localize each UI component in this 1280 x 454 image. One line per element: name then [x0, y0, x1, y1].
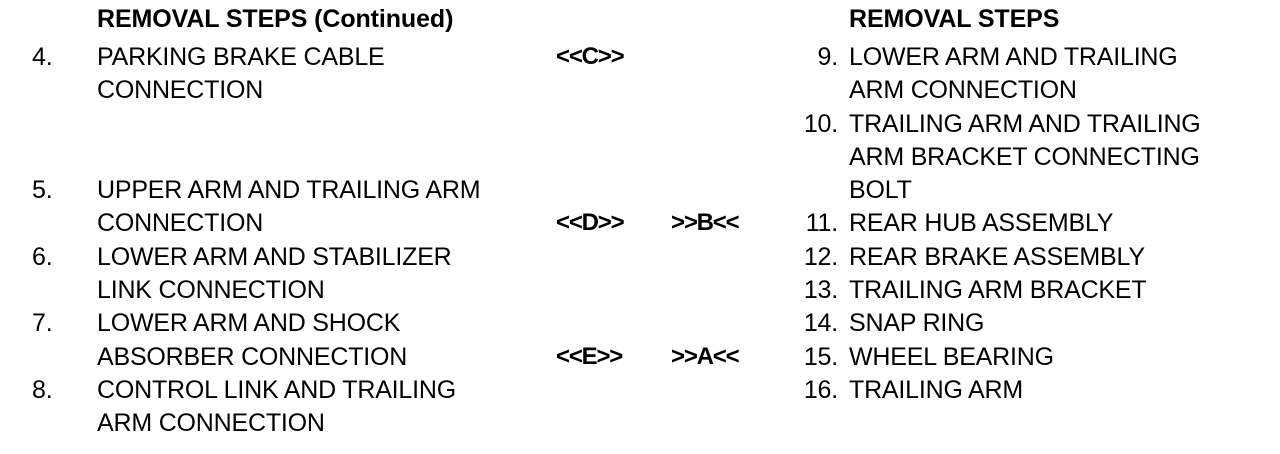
reference-marker-d: <<D>>	[556, 209, 625, 236]
step-text-10-line-1: TRAILING ARM AND TRAILING	[849, 110, 1201, 138]
step-number-12: 12.	[803, 243, 838, 271]
step-text-5-line-1: UPPER ARM AND TRAILING ARM	[97, 176, 481, 204]
step-text-8-line-2: ARM CONNECTION	[97, 409, 325, 437]
step-number-5: 5.	[32, 176, 53, 204]
reference-marker-c: <<C>>	[556, 43, 625, 70]
right-column-heading: REMOVAL STEPS	[849, 5, 1060, 33]
step-text-9-line-1: LOWER ARM AND TRAILING	[849, 43, 1178, 71]
step-number-9: 9.	[817, 43, 839, 71]
step-number-10: 10.	[803, 110, 838, 138]
step-text-10-line-3: BOLT	[849, 176, 912, 204]
step-text-12-line-1: REAR BRAKE ASSEMBLY	[849, 243, 1145, 271]
step-text-4-line-1: PARKING BRAKE CABLE	[97, 43, 385, 71]
left-column-heading: REMOVAL STEPS (Continued)	[97, 5, 454, 33]
step-text-10-line-2: ARM BRACKET CONNECTING	[849, 143, 1200, 171]
step-text-13-line-1: TRAILING ARM BRACKET	[849, 276, 1147, 304]
step-text-16-line-1: TRAILING ARM	[849, 376, 1024, 404]
step-text-15-line-1: WHEEL BEARING	[849, 343, 1054, 371]
step-text-6-line-2: LINK CONNECTION	[97, 276, 325, 304]
step-text-7-line-2: ABSORBER CONNECTION	[97, 343, 408, 371]
step-number-4: 4.	[32, 43, 53, 71]
step-number-7: 7.	[32, 309, 53, 337]
step-number-11: 11.	[805, 209, 839, 237]
step-text-7-line-1: LOWER ARM AND SHOCK	[97, 309, 401, 337]
step-number-13: 13.	[803, 276, 838, 304]
step-number-8: 8.	[32, 376, 53, 404]
step-number-14: 14.	[803, 309, 838, 337]
step-number-15: 15.	[803, 343, 838, 371]
reference-marker-e: <<E>>	[556, 343, 623, 370]
step-text-11-line-1: REAR HUB ASSEMBLY	[849, 209, 1114, 237]
reference-marker-b: >>B<<	[671, 209, 740, 236]
step-text-6-line-1: LOWER ARM AND STABILIZER	[97, 243, 452, 271]
step-text-5-line-2: CONNECTION	[97, 209, 264, 237]
step-number-6: 6.	[32, 243, 53, 271]
step-text-9-line-2: ARM CONNECTION	[849, 76, 1077, 104]
step-text-14-line-1: SNAP RING	[849, 309, 985, 337]
reference-marker-a: >>A<<	[671, 343, 740, 370]
step-text-8-line-1: CONTROL LINK AND TRAILING	[97, 376, 456, 404]
step-number-16: 16.	[803, 376, 838, 404]
step-text-4-line-2: CONNECTION	[97, 76, 264, 104]
